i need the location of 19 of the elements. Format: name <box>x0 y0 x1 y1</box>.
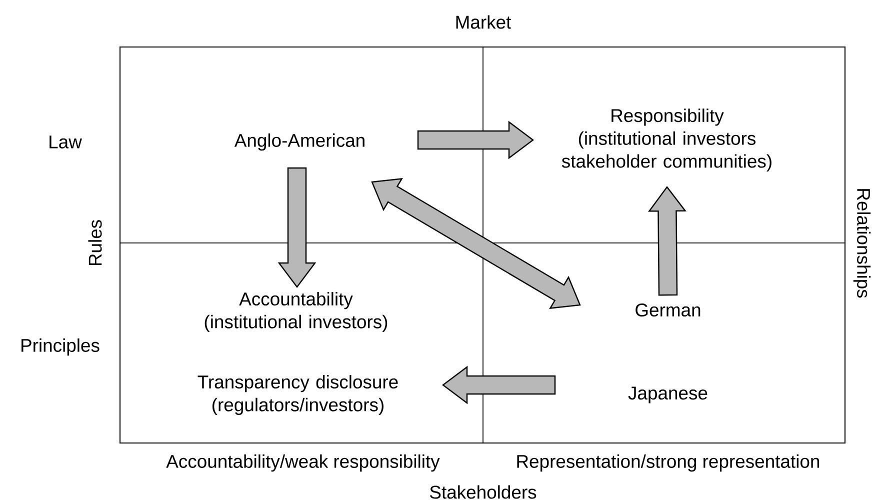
quadrant-label: Transparency disclosure (regulators/investors) <box>198 374 398 415</box>
quadrant-label: Anglo-American <box>234 133 364 151</box>
axis-label: Stakeholders <box>430 485 536 499</box>
quadrant-label: Accountability (institutional investors) <box>204 292 388 332</box>
axis-label: Market <box>456 15 512 29</box>
axis-label: Representation/strong representation <box>517 454 820 472</box>
axis-label: Rules <box>88 220 102 266</box>
quadrant-label: German <box>636 303 700 317</box>
block-arrow <box>648 186 686 296</box>
axis-label: Relationships <box>853 189 871 298</box>
axis-label: Law <box>50 136 82 148</box>
block-arrow <box>371 178 581 310</box>
quadrant-label: Japanese <box>628 386 708 404</box>
block-arrow <box>278 167 316 288</box>
axis-label: Accountability/weak responsibility <box>166 454 440 472</box>
axis-label: Principles <box>22 338 100 356</box>
quadrant-label: Responsibility (institutional investors stakeholder communities) <box>562 108 772 172</box>
block-arrow <box>417 120 534 160</box>
block-arrow <box>442 366 556 404</box>
